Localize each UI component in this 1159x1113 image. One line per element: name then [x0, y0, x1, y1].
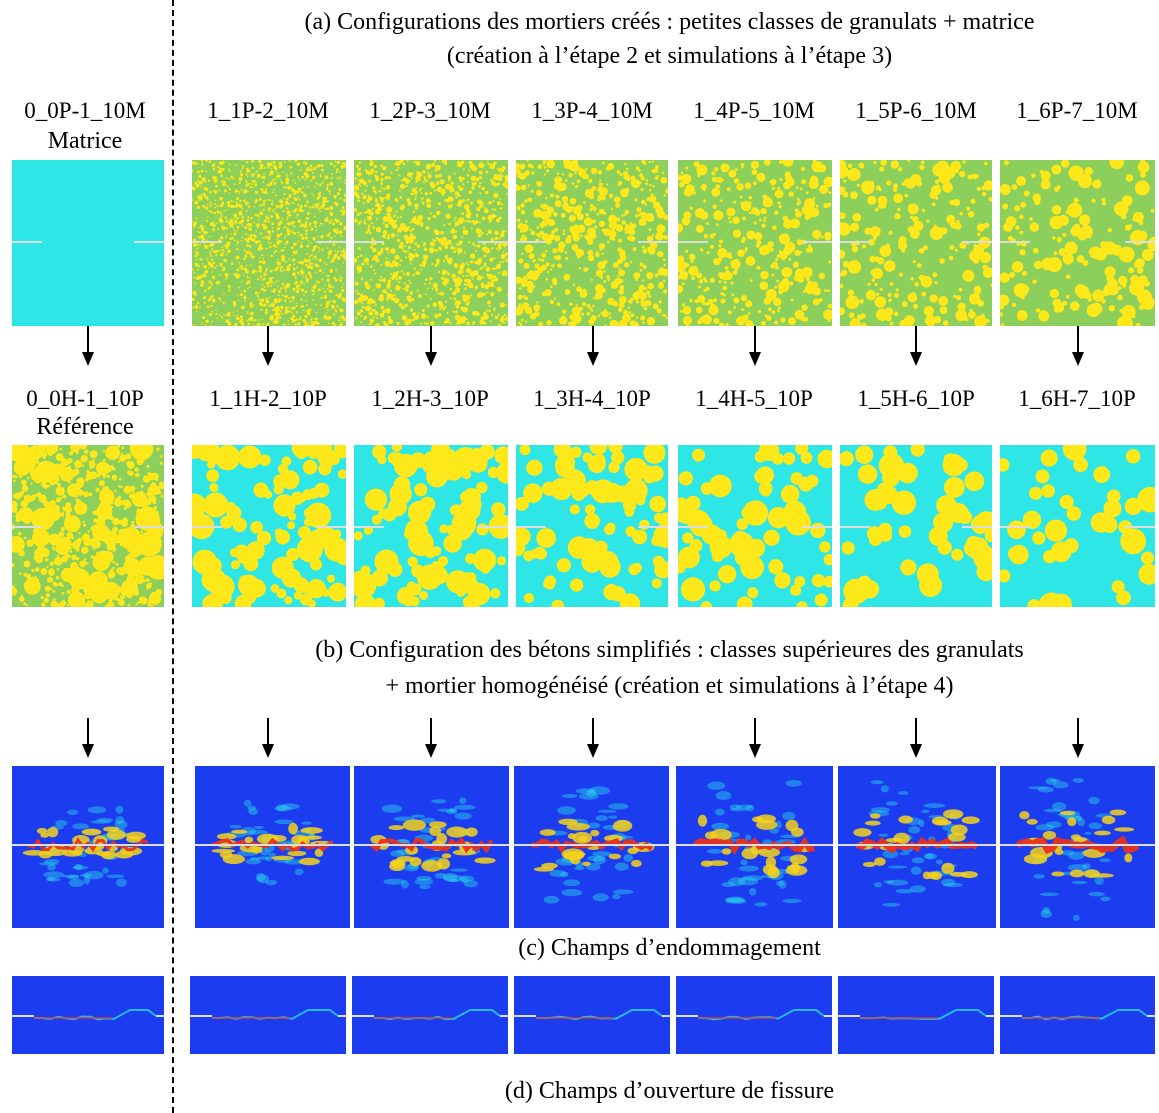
down-arrow-icon — [1071, 326, 1085, 366]
concrete-tile — [516, 445, 668, 607]
mortar-tile — [516, 160, 668, 326]
damage-field-tile — [12, 766, 164, 928]
reference-concrete-tile — [12, 445, 164, 607]
down-arrow-icon — [586, 326, 600, 366]
concrete-label: 1_2H-3_10P — [371, 386, 489, 411]
caption-b-line2: + mortier homogénéisé (création et simul… — [385, 673, 954, 699]
damage-field-tile — [676, 766, 833, 928]
crack-opening-tile — [352, 976, 508, 1054]
left-mortar-sublabel: Matrice — [47, 128, 123, 154]
caption-a-line1: (a) Configurations des mortiers créés : … — [304, 9, 1035, 35]
damage-field-tile — [195, 766, 350, 928]
mortar-label: 1_1P-2_10M — [207, 98, 329, 123]
down-arrow-icon — [748, 718, 762, 758]
down-arrow-icon — [909, 326, 923, 366]
down-arrow-icon — [424, 718, 438, 758]
mortar-label: 1_6P-7_10M — [1016, 98, 1138, 123]
down-arrow-icon — [586, 718, 600, 758]
crack-opening-tile — [12, 976, 164, 1054]
crack-opening-tile — [190, 976, 346, 1054]
mortar-label: 1_4P-5_10M — [693, 98, 815, 123]
down-arrow-icon — [261, 326, 275, 366]
concrete-label: 1_1H-2_10P — [209, 386, 327, 411]
concrete-tile — [354, 445, 508, 607]
column-separator — [172, 0, 174, 1113]
mortar-tile — [840, 160, 992, 326]
damage-field-tile — [838, 766, 996, 928]
concrete-label: 1_5H-6_10P — [857, 386, 975, 411]
concrete-tile — [1000, 445, 1155, 607]
concrete-tile — [678, 445, 832, 607]
damage-field-tile — [354, 766, 509, 928]
left-concrete-label: 0_0H-1_10P — [26, 386, 144, 411]
down-arrow-icon — [261, 718, 275, 758]
down-arrow-icon — [81, 326, 95, 366]
concrete-tile — [840, 445, 992, 607]
left-mortar-label: 0_0P-1_10M — [24, 98, 146, 123]
crack-opening-tile — [676, 976, 832, 1054]
down-arrow-icon — [81, 718, 95, 758]
down-arrow-icon — [424, 326, 438, 366]
down-arrow-icon — [909, 718, 923, 758]
matrix-tile — [12, 160, 164, 326]
mortar-label: 1_2P-3_10M — [369, 98, 491, 123]
caption-d: (d) Champs d’ouverture de fissure — [504, 1078, 835, 1104]
damage-field-tile — [514, 766, 669, 928]
caption-a-line2: (création à l’étape 2 et simulations à l… — [446, 43, 893, 69]
mortar-label: 1_3P-4_10M — [531, 98, 653, 123]
concrete-label: 1_3H-4_10P — [533, 386, 651, 411]
down-arrow-icon — [748, 326, 762, 366]
concrete-label: 1_6H-7_10P — [1018, 386, 1136, 411]
mortar-tile — [1000, 160, 1155, 326]
concrete-tile — [192, 445, 346, 607]
mortar-label: 1_5P-6_10M — [855, 98, 977, 123]
crack-opening-tile — [838, 976, 994, 1054]
left-concrete-sublabel: Référence — [36, 414, 134, 440]
mortar-tile — [678, 160, 832, 326]
crack-opening-tile — [1000, 976, 1155, 1054]
caption-b-line1: (b) Configuration des bétons simplifiés … — [315, 637, 1024, 663]
mortar-tile — [354, 160, 508, 326]
down-arrow-icon — [1071, 718, 1085, 758]
crack-opening-tile — [514, 976, 670, 1054]
concrete-label: 1_4H-5_10P — [695, 386, 813, 411]
damage-field-tile — [1000, 766, 1155, 928]
mortar-tile — [192, 160, 346, 326]
caption-c: (c) Champs d’endommagement — [518, 935, 821, 961]
